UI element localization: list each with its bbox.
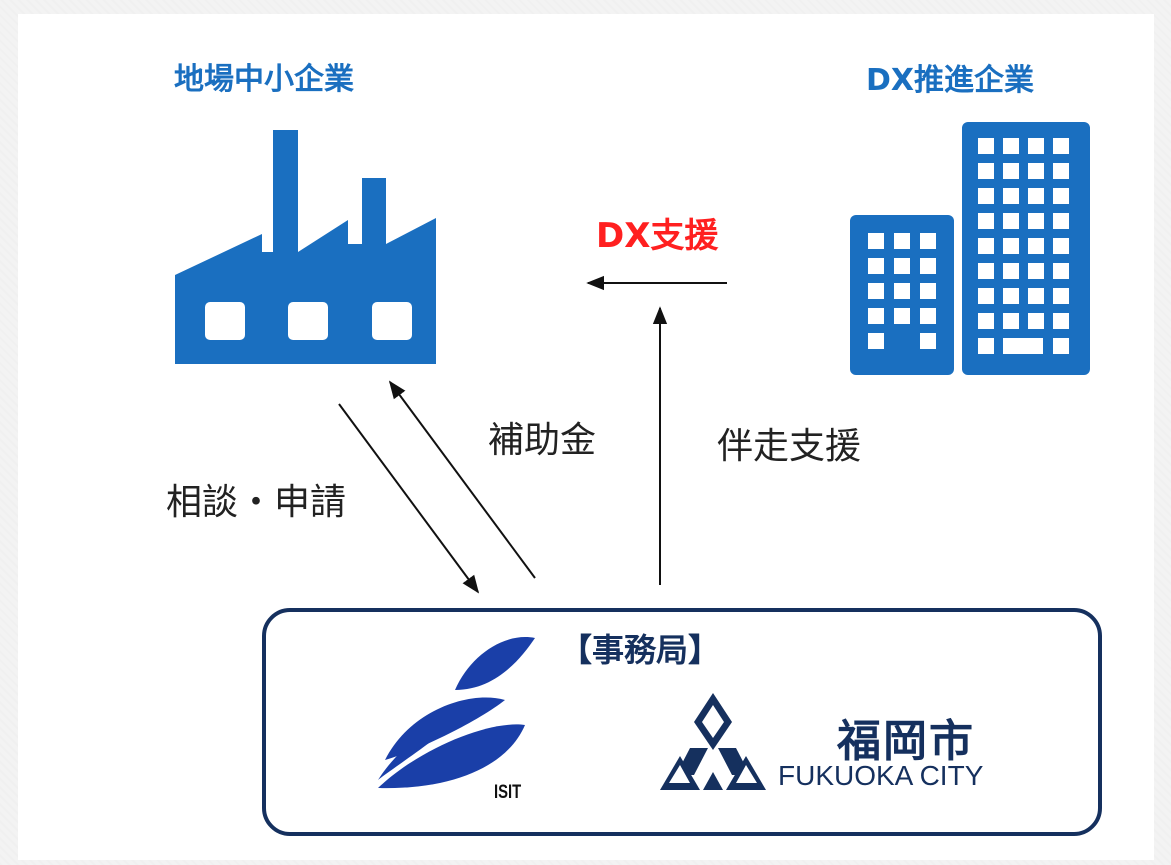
secretariat-title: 【事務局】 bbox=[560, 631, 721, 669]
dx-support-label: DX支援 bbox=[596, 216, 719, 256]
fukuoka-city-name-jp: 福岡市 bbox=[837, 716, 975, 767]
subsidy-label: 補助金 bbox=[488, 420, 597, 461]
isit-logo-text: ISIT bbox=[494, 782, 522, 803]
secretariat-box bbox=[262, 608, 1102, 836]
sme-title: 地場中小企業 bbox=[174, 62, 354, 97]
consultation-application-label: 相談・申請 bbox=[166, 482, 347, 523]
fukuoka-city-name-en: FUKUOKA CITY bbox=[778, 760, 984, 791]
consultation-arrow bbox=[338, 403, 480, 594]
dx-company-title: DX推進企業 bbox=[866, 63, 1035, 98]
subsidy-arrow bbox=[388, 380, 536, 579]
accompany-support-label: 伴走支援 bbox=[717, 426, 862, 467]
